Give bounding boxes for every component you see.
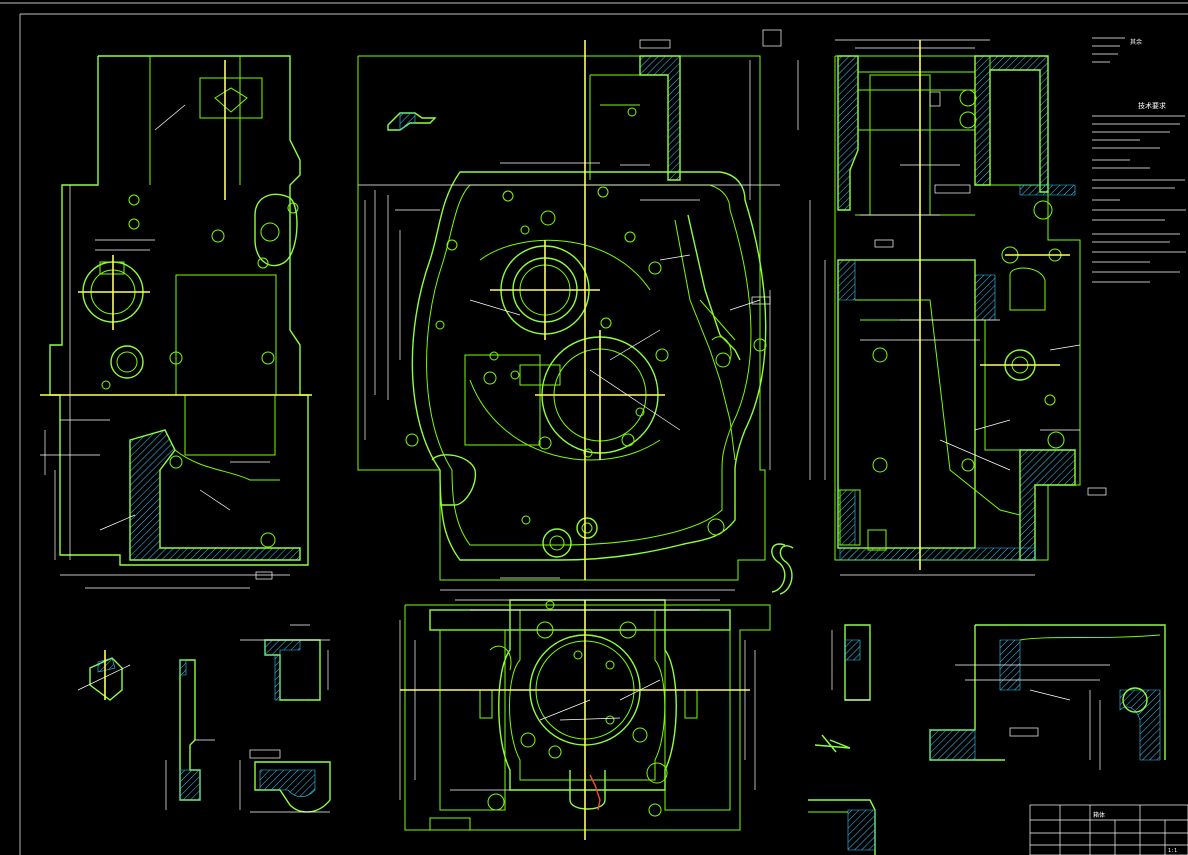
tech-requirements-heading: 技术要求 bbox=[1138, 101, 1166, 110]
view-bottom[interactable] bbox=[399, 599, 771, 840]
corner-note: 其余 bbox=[1130, 38, 1142, 46]
title-block-scale: 1:1 bbox=[1168, 848, 1177, 854]
view-main-front[interactable] bbox=[357, 39, 794, 595]
title-block[interactable]: 箱体 1:1 bbox=[1029, 804, 1188, 855]
view-right-section[interactable] bbox=[762, 29, 1107, 576]
tech-requirements: 技术要求 其余 bbox=[1092, 37, 1186, 283]
view-left-side[interactable] bbox=[40, 55, 312, 589]
detail-views-right[interactable] bbox=[808, 624, 1166, 855]
title-block-part-name: 箱体 bbox=[1093, 811, 1105, 819]
detail-views-left[interactable] bbox=[77, 624, 331, 813]
